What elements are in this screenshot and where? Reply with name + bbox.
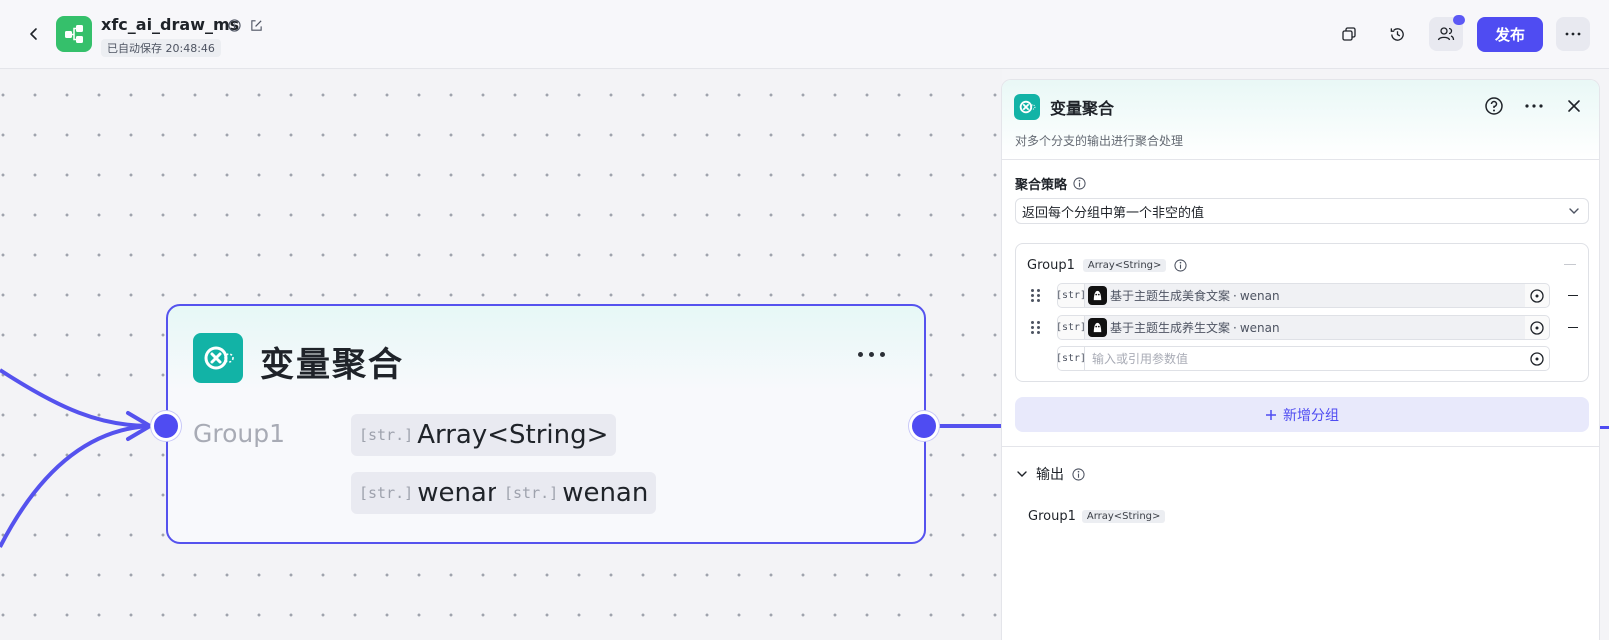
var-reference-input[interactable]: [str] 基于主题生成养生文案 · wenan xyxy=(1056,315,1550,340)
info-icon xyxy=(1072,467,1085,481)
var-input-placeholder: 输入或引用参数值 xyxy=(1092,352,1189,366)
section-divider xyxy=(1002,446,1599,447)
plus-icon xyxy=(1266,409,1276,420)
str-type-icon: [str] xyxy=(1056,347,1086,370)
users-icon xyxy=(1437,27,1455,41)
str-type-icon: [str] xyxy=(1056,284,1086,307)
group-var-row: [str] 基于主题生成养生文案 · wenan xyxy=(1031,315,1578,340)
var-reference-input[interactable]: [str] 基于主题生成美食文案 · wenan xyxy=(1056,283,1550,308)
str-type-icon: [str.] xyxy=(504,484,559,502)
chevron-down-icon xyxy=(1569,208,1579,214)
edge-arrow-icon xyxy=(126,411,152,441)
publish-button[interactable]: 发布 xyxy=(1477,17,1543,52)
drag-handle-icon[interactable] xyxy=(1031,320,1045,336)
group-card: Group1 Array<String> [str] 基于主题生成美食文案 · … xyxy=(1015,243,1589,382)
node-var-chip: [str.] wenan xyxy=(351,472,512,514)
add-group-button[interactable]: 新增分组 xyxy=(1015,397,1589,432)
var-value-input[interactable]: [str] 输入或引用参数值 xyxy=(1056,346,1550,371)
output-group-name: Group1 xyxy=(1028,509,1076,524)
help-icon[interactable] xyxy=(1483,95,1505,117)
app-logo xyxy=(56,16,92,52)
workflow-canvas[interactable]: 变量聚合 Group1 [str.] Array<String> [str.] … xyxy=(0,69,1002,640)
node-output-port[interactable] xyxy=(909,411,939,441)
panel-header: 变量聚合 对多个分支的输出进行聚合处理 xyxy=(1002,80,1599,160)
str-type-icon: [str.] xyxy=(359,484,414,502)
llm-node-avatar-icon xyxy=(1088,286,1107,305)
output-variable: Group1 Array<String> xyxy=(1028,509,1166,524)
llm-node-avatar-icon xyxy=(1088,318,1107,337)
str-type-icon: [str.] xyxy=(359,426,414,444)
premium-badge-icon xyxy=(1453,15,1465,25)
panel-title: 变量聚合 xyxy=(1050,99,1115,118)
group-header: Group1 Array<String> xyxy=(1027,258,1187,273)
target-icon xyxy=(1530,289,1544,303)
drag-handle-icon[interactable] xyxy=(1031,288,1045,304)
edit-icon[interactable] xyxy=(248,17,264,33)
panel-more-icon[interactable] xyxy=(1523,95,1545,117)
variable-aggregate-node[interactable]: 变量聚合 Group1 [str.] Array<String> [str.] … xyxy=(166,304,926,544)
node-group-label: Group1 xyxy=(193,419,286,448)
more-menu-button[interactable] xyxy=(1556,17,1590,51)
autosave-status: 已自动保存 20:48:46 xyxy=(101,39,221,57)
var-source-node: 基于主题生成养生文案 xyxy=(1110,321,1231,335)
group-name: Group1 xyxy=(1027,258,1075,273)
more-horizontal-icon xyxy=(1565,32,1581,36)
var-name: wenan xyxy=(1239,320,1280,335)
aggregate-node-icon xyxy=(1014,94,1040,120)
target-icon xyxy=(1530,321,1544,335)
strategy-label: 聚合策略 xyxy=(1015,174,1086,193)
back-button[interactable] xyxy=(22,22,46,46)
group-type-badge: Array<String> xyxy=(1082,259,1167,272)
group-remove-button[interactable] xyxy=(1564,264,1576,265)
chevron-left-icon xyxy=(30,28,37,40)
history-icon xyxy=(1390,27,1404,41)
node-var-chip: [str.] wenan xyxy=(496,472,657,514)
copy-button[interactable] xyxy=(1332,17,1366,51)
copy-icon xyxy=(1342,27,1356,41)
top-bar: xfc_ai_draw_ms 已自动保存 20:48:46 发布 xyxy=(0,0,1609,69)
var-source-node: 基于主题生成美食文案 xyxy=(1110,289,1231,303)
info-icon xyxy=(1073,177,1086,190)
aggregate-node-icon xyxy=(193,333,243,383)
node-title: 变量聚合 xyxy=(260,345,404,385)
output-section-toggle[interactable]: 输出 xyxy=(1016,464,1085,484)
edges-layer xyxy=(0,368,1002,548)
panel-description: 对多个分支的输出进行聚合处理 xyxy=(1015,134,1184,148)
remove-row-button[interactable] xyxy=(1568,294,1578,297)
group-new-var-row: [str] 输入或引用参数值 xyxy=(1056,346,1550,371)
str-type-icon: [str] xyxy=(1056,316,1086,339)
app-title: xfc_ai_draw_ms xyxy=(101,15,240,34)
history-button[interactable] xyxy=(1380,17,1414,51)
edge-in-bottom xyxy=(0,424,151,548)
info-icon xyxy=(1174,259,1187,272)
info-icon[interactable] xyxy=(226,17,242,33)
node-input-port[interactable] xyxy=(151,411,181,441)
node-config-panel: 变量聚合 对多个分支的输出进行聚合处理 聚合策略 返回每个分组中第一个非空的值 … xyxy=(1001,79,1600,640)
remove-row-button[interactable] xyxy=(1568,326,1578,329)
node-group-type-chip: [str.] Array<String> xyxy=(351,414,617,456)
output-type-badge: Array<String> xyxy=(1081,510,1166,523)
target-icon xyxy=(1530,352,1544,366)
collaborators-button[interactable] xyxy=(1429,15,1465,51)
output-title: 输出 xyxy=(1036,467,1064,483)
strategy-select[interactable]: 返回每个分组中第一个非空的值 xyxy=(1015,198,1589,224)
workflow-icon xyxy=(65,25,83,43)
chevron-down-icon xyxy=(1017,471,1027,477)
edge-out-continuation xyxy=(1600,426,1609,429)
var-name: wenan xyxy=(1239,288,1280,303)
close-icon[interactable] xyxy=(1563,95,1585,117)
node-more-icon[interactable] xyxy=(858,352,885,357)
edge-in-top xyxy=(0,368,151,428)
group-var-row: [str] 基于主题生成美食文案 · wenan xyxy=(1031,283,1578,308)
